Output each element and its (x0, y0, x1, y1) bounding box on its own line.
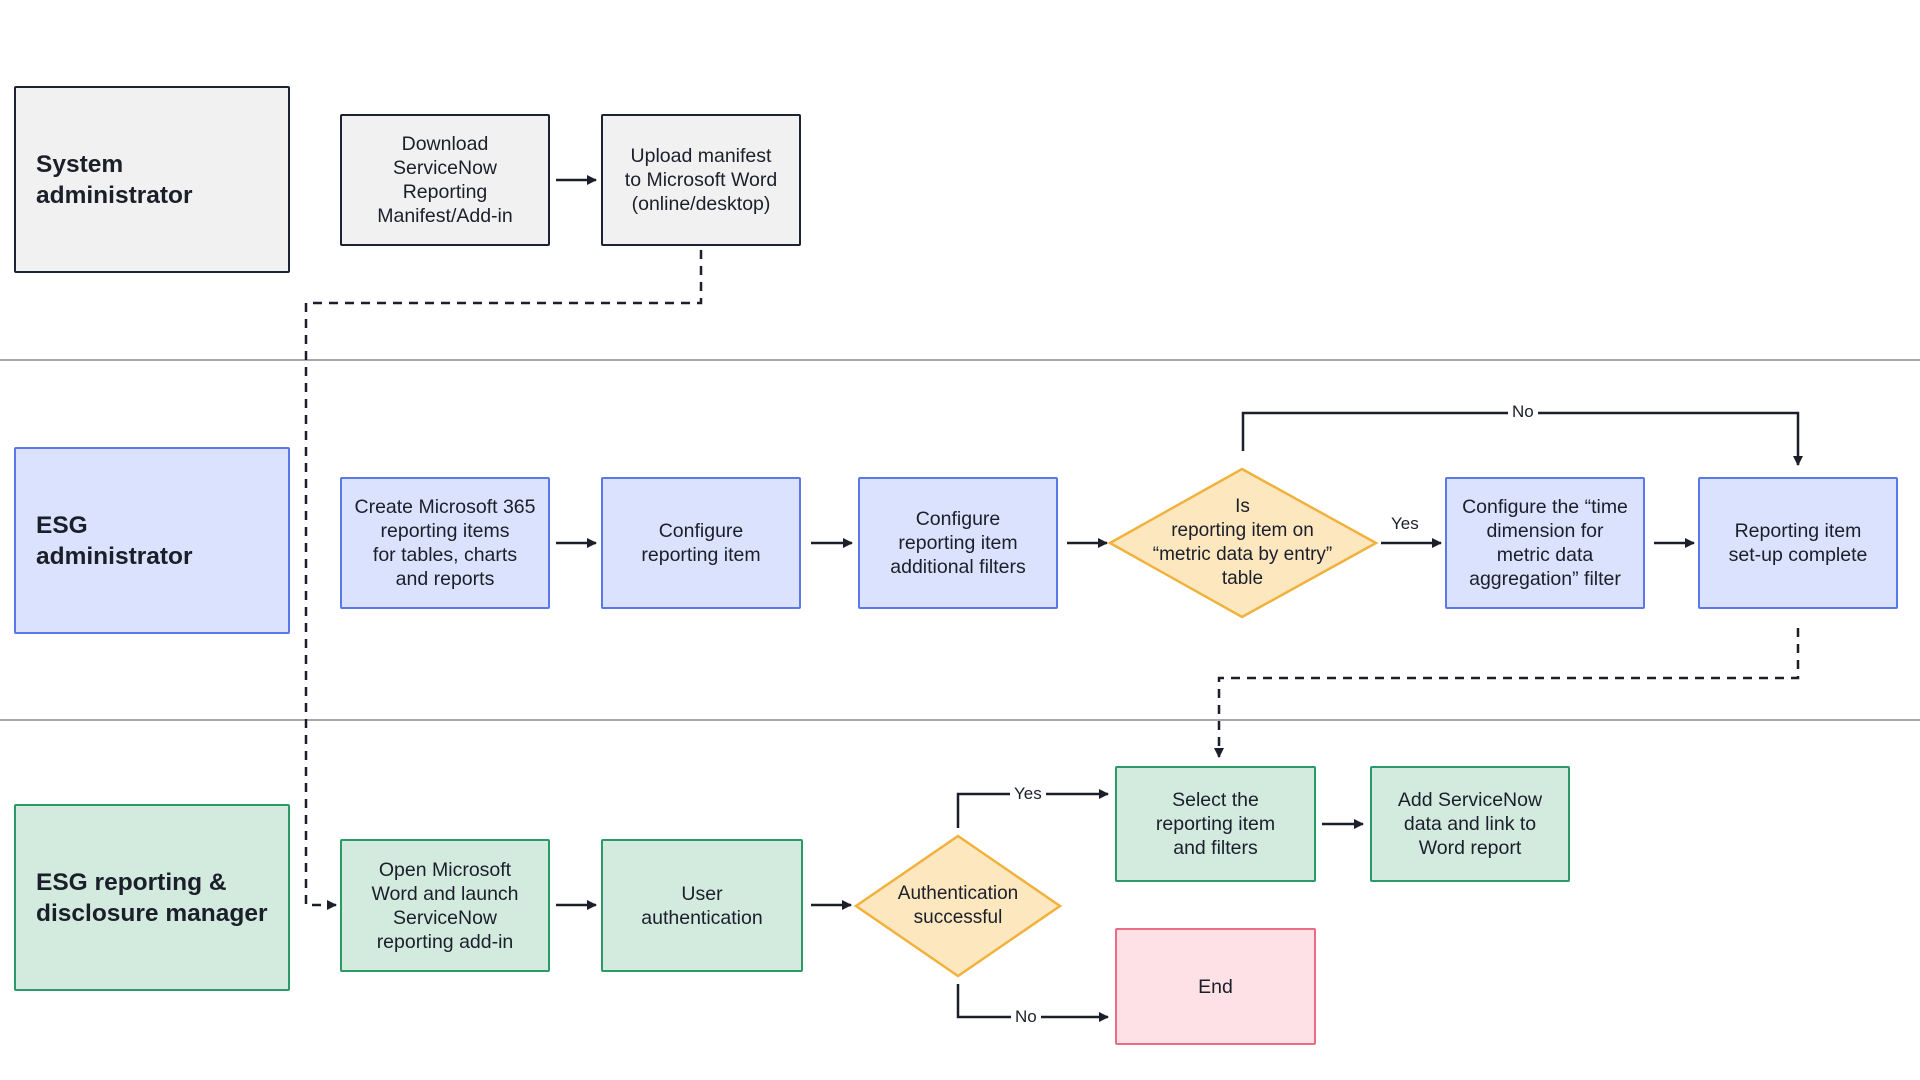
node-configure-filters: Configure reporting item additional filt… (858, 477, 1058, 609)
arrow-decision-no-end (956, 984, 1109, 1022)
edge-label-metric-no: No (1508, 402, 1538, 422)
node-setup-complete: Reporting item set-up complete (1698, 477, 1898, 609)
lane-label-esg-manager: ESG reporting & disclosure manager (14, 804, 290, 991)
lane-label-esg-admin: ESG administrator (14, 447, 290, 634)
dashed-complete-to-select (1214, 628, 1800, 758)
node-user-authentication: User authentication (601, 839, 803, 972)
node-upload-manifest: Upload manifest to Microsoft Word (onlin… (601, 114, 801, 246)
node-configure-time-dimension: Configure the “time dimension for metric… (1445, 477, 1645, 609)
node-create-reporting-items: Create Microsoft 365 reporting items for… (340, 477, 550, 609)
node-download-manifest: Download ServiceNow Reporting Manifest/A… (340, 114, 550, 246)
decision-metric-diamond (1107, 467, 1379, 619)
arrow-decision-yes-select (956, 789, 1109, 828)
node-end: End (1115, 928, 1316, 1045)
lane-label-system-admin: System administrator (14, 86, 290, 273)
node-select-reporting-item: Select the reporting item and filters (1115, 766, 1316, 882)
dashed-upload-to-open-word (304, 250, 703, 910)
edge-label-auth-yes: Yes (1010, 784, 1046, 804)
decision-auth-diamond (853, 834, 1063, 978)
decision-auth-text: Authentication successful (897, 883, 1019, 928)
node-open-word: Open Microsoft Word and launch ServiceNo… (340, 839, 550, 972)
edge-label-metric-yes: Yes (1387, 514, 1423, 534)
edge-label-auth-no: No (1011, 1007, 1041, 1027)
decision-metric-text: Is reporting item on “metric data by ent… (1152, 496, 1333, 589)
node-add-servicenow-data: Add ServiceNow data and link to Word rep… (1370, 766, 1570, 882)
node-configure-reporting-item: Configure reporting item (601, 477, 801, 609)
